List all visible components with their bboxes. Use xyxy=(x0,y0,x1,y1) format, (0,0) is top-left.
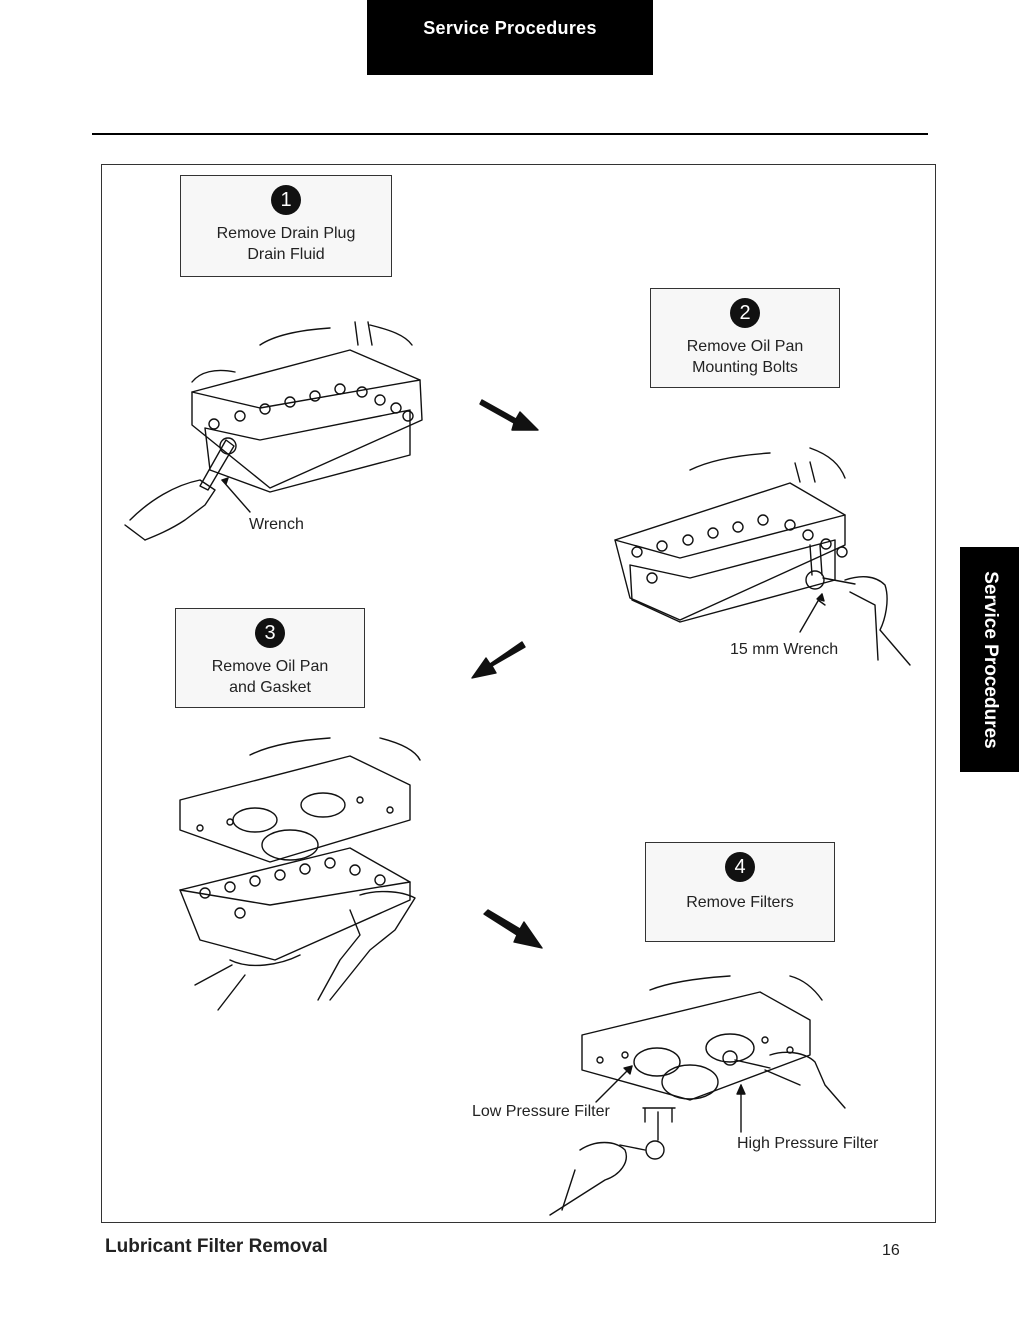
oil-pan-illustration-1 xyxy=(124,321,423,541)
oil-pan-illustration-4 xyxy=(549,975,846,1216)
figure-caption: Lubricant Filter Removal xyxy=(105,1236,328,1257)
low-pressure-filter-label: Low Pressure Filter xyxy=(472,1103,610,1120)
top-rule xyxy=(92,133,928,135)
step-1-line-2: Drain Fluid xyxy=(247,246,325,263)
arrow-icon-2 xyxy=(471,641,526,679)
step-1-box: 1 Remove Drain Plug Drain Fluid xyxy=(180,175,392,277)
oil-pan-illustration-2 xyxy=(614,447,911,666)
step-3-line-2: and Gasket xyxy=(229,679,311,696)
step-2-line-2: Mounting Bolts xyxy=(692,359,798,376)
wrench-15mm-label: 15 mm Wrench xyxy=(730,641,839,658)
oil-pan-illustration-3 xyxy=(179,737,421,1011)
step-3-number: 3 xyxy=(255,618,285,648)
arrow-icon-3 xyxy=(483,909,543,949)
step-2-line-1: Remove Oil Pan xyxy=(686,338,804,355)
pan-bolts-2 xyxy=(631,514,848,558)
step-1-line-1: Remove Drain Plug xyxy=(216,225,356,242)
step-3-box: 3 Remove Oil Pan and Gasket xyxy=(175,608,365,708)
pan-bolts-1 xyxy=(208,383,414,430)
step-4-line-1: Remove Filters xyxy=(686,894,794,911)
step-2-box: 2 Remove Oil Pan Mounting Bolts xyxy=(650,288,840,388)
page-number: 16 xyxy=(882,1242,900,1259)
step-4-box: 4 Remove Filters xyxy=(645,842,835,942)
arrow-icon-1 xyxy=(479,399,539,431)
wrench-label: Wrench xyxy=(249,516,304,533)
step-1-number: 1 xyxy=(271,185,301,215)
header-tab-label: Service Procedures xyxy=(423,18,597,38)
step-4-number: 4 xyxy=(725,852,755,882)
step-3-line-1: Remove Oil Pan xyxy=(211,658,329,675)
header-tab: Service Procedures xyxy=(367,0,653,75)
pan-bolts-3 xyxy=(199,857,386,899)
figure-frame xyxy=(101,164,936,1223)
high-pressure-filter-label: High Pressure Filter xyxy=(737,1135,879,1152)
step-2-number: 2 xyxy=(730,298,760,328)
side-tab: Service Procedures xyxy=(960,547,1019,772)
